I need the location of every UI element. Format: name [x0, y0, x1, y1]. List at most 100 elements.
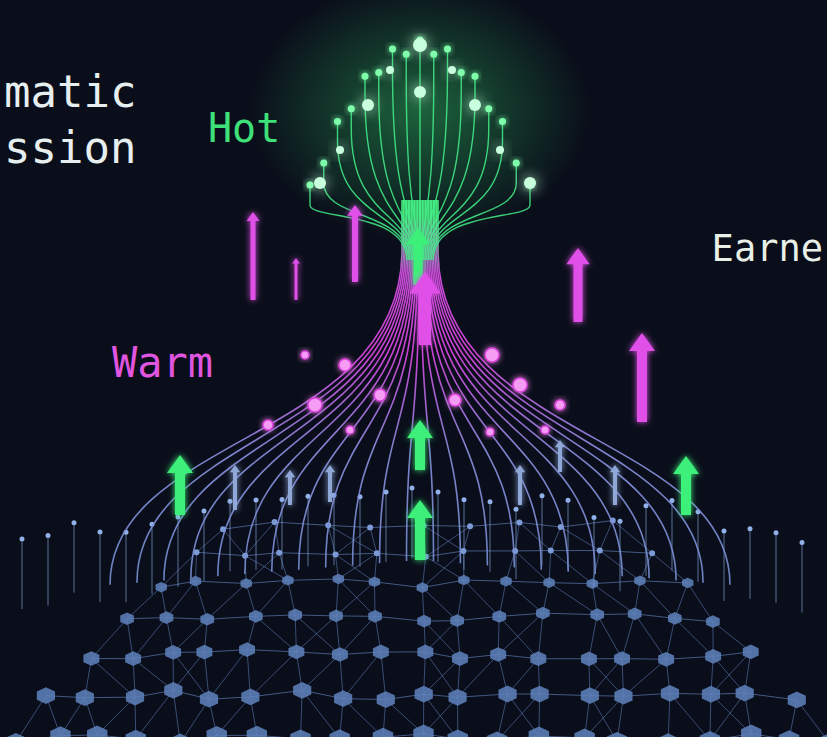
network-link	[515, 551, 549, 583]
pin-line	[750, 529, 751, 599]
pin-line	[360, 497, 361, 567]
tree-dot	[513, 160, 520, 167]
network-link	[549, 583, 592, 584]
network-link	[288, 579, 338, 580]
tree-dot	[458, 69, 465, 76]
hex-node	[490, 647, 506, 662]
flow-line	[429, 200, 569, 572]
flow-line	[430, 200, 595, 574]
pin-dot	[46, 533, 51, 538]
magenta-node	[339, 359, 351, 371]
magenta-node	[513, 378, 527, 392]
heading-fragment: matic ssion	[4, 64, 144, 176]
network-link	[506, 581, 543, 613]
pin-dot	[592, 515, 597, 520]
flow-line	[433, 200, 649, 578]
hex-node	[682, 578, 693, 589]
hex-node	[165, 645, 181, 660]
hex-node	[126, 730, 146, 737]
green-arrow	[407, 420, 433, 470]
label-holder: Warm	[112, 338, 213, 388]
network-link	[551, 527, 561, 550]
network-link	[279, 553, 335, 555]
pin-dot	[436, 490, 441, 495]
network-link	[422, 580, 464, 588]
network-dot	[467, 523, 473, 529]
network-link	[195, 581, 207, 619]
green-arrow	[167, 455, 193, 515]
flow-lines	[110, 200, 730, 585]
hex-node	[87, 726, 107, 737]
magenta-node	[541, 426, 549, 434]
hex-node	[498, 686, 516, 703]
hex-node	[452, 651, 468, 666]
pin-line	[412, 488, 413, 558]
network-dot	[512, 548, 518, 554]
hex-node	[413, 724, 433, 737]
arrows	[167, 205, 699, 560]
pin-dot	[722, 528, 727, 533]
hex-node	[530, 651, 546, 666]
network-link	[623, 659, 666, 696]
blue-arrow	[555, 440, 565, 472]
hex-node	[290, 729, 310, 737]
green-tree	[307, 18, 537, 260]
hex-node	[736, 685, 754, 702]
network-link	[426, 526, 470, 556]
network-dot	[367, 525, 373, 531]
tree-dot	[403, 51, 410, 58]
tree-dot	[444, 46, 451, 53]
hex-node	[200, 691, 218, 708]
hex-node	[614, 651, 630, 666]
network-link	[506, 581, 549, 582]
hex-node	[288, 609, 302, 622]
hex-node	[293, 682, 311, 699]
network-dot	[276, 550, 282, 556]
pin-dot	[176, 514, 181, 519]
pin-dot	[254, 497, 259, 502]
network-link	[223, 522, 275, 529]
hex-node	[417, 645, 433, 660]
blue-arrow	[230, 465, 240, 510]
magenta-arrow	[409, 272, 440, 345]
network-link	[91, 619, 127, 659]
pin-dot	[228, 499, 233, 504]
magenta-arrow	[247, 212, 260, 300]
hex-node	[200, 613, 214, 626]
glow-node	[314, 177, 326, 189]
hex-node	[333, 574, 344, 585]
pin-line	[802, 542, 803, 612]
hex-node	[658, 652, 674, 667]
magenta-node	[486, 428, 494, 436]
network-link	[464, 580, 499, 616]
glow-node	[336, 146, 344, 154]
hex-node	[288, 645, 304, 660]
network-link	[302, 690, 339, 737]
network-link	[91, 659, 135, 698]
hex-node	[369, 577, 380, 588]
pin-line	[386, 492, 387, 562]
hex-node	[587, 578, 598, 589]
hex-node	[377, 691, 395, 708]
tree-dot	[499, 118, 506, 125]
blue-arrow	[325, 465, 335, 502]
pin-line	[48, 536, 49, 606]
hex-node	[543, 577, 554, 588]
pin-line	[438, 492, 439, 562]
network-link	[622, 614, 635, 659]
hex-node	[120, 612, 134, 625]
network-link	[464, 580, 506, 581]
hex-node	[329, 729, 349, 737]
hex-node	[240, 578, 251, 589]
flow-line	[438, 200, 730, 585]
tree-branch	[324, 163, 409, 260]
magenta-node	[346, 426, 354, 434]
tree-dot	[307, 182, 314, 189]
network-link	[275, 522, 329, 525]
magenta-node	[555, 400, 565, 410]
tree-trunk	[419, 18, 422, 260]
hex-node	[125, 651, 141, 666]
hex-node	[628, 608, 642, 621]
glow-node	[524, 177, 536, 189]
hex-node	[700, 731, 720, 737]
